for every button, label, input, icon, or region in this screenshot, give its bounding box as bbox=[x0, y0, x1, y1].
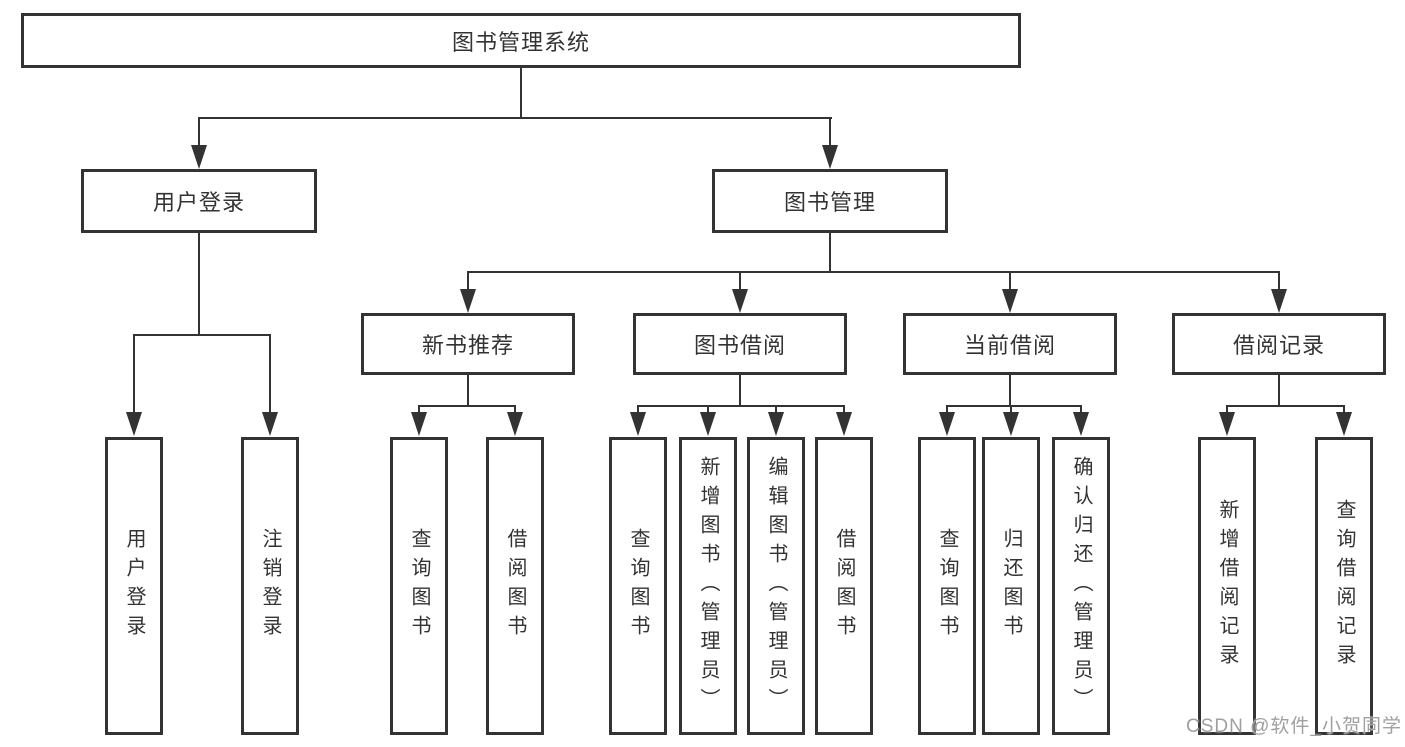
connector-rail bbox=[946, 405, 1082, 407]
leaf-add-books-admin-label: 新增图书（管理员） bbox=[697, 455, 719, 717]
connector-stem bbox=[467, 375, 469, 407]
arrow-down-icon bbox=[1073, 412, 1089, 436]
node-borrow-records-label: 借阅记录 bbox=[1232, 333, 1325, 358]
leaf-query-books-borrow-label: 查询图书 bbox=[627, 528, 649, 644]
arrow-down-icon bbox=[1336, 412, 1352, 436]
leaf-query-books-current: 查询图书 bbox=[918, 437, 976, 735]
arrow-down-icon bbox=[732, 289, 748, 313]
leaf-borrow-books-label: 借阅图书 bbox=[833, 528, 855, 644]
leaf-add-borrow-record: 新增借阅记录 bbox=[1198, 437, 1256, 735]
arrow-down-icon bbox=[939, 412, 955, 436]
arrow-down-icon bbox=[822, 145, 838, 169]
connector-rail bbox=[1226, 405, 1344, 407]
leaf-logout-label: 注销登录 bbox=[259, 528, 281, 644]
arrow-down-icon bbox=[507, 412, 523, 436]
connector-drop bbox=[133, 334, 135, 413]
connector-stem bbox=[1009, 375, 1011, 407]
arrow-down-icon bbox=[1002, 289, 1018, 313]
leaf-query-books-borrow: 查询图书 bbox=[609, 437, 667, 735]
leaf-user-login: 用户登录 bbox=[105, 437, 163, 735]
arrow-down-icon bbox=[1219, 412, 1235, 436]
leaf-add-borrow-record-label: 新增借阅记录 bbox=[1216, 499, 1238, 673]
arrow-down-icon bbox=[262, 412, 278, 436]
leaf-user-login-label: 用户登录 bbox=[123, 528, 145, 644]
node-user-login-label: 用户登录 bbox=[152, 190, 245, 215]
leaf-borrow-books-recommend-label: 借阅图书 bbox=[504, 528, 526, 644]
connector-drop bbox=[269, 334, 271, 413]
node-book-borrow-label: 图书借阅 bbox=[693, 333, 786, 358]
leaf-borrow-books-recommend: 借阅图书 bbox=[486, 437, 544, 735]
arrow-down-icon bbox=[411, 412, 427, 436]
connector-drop bbox=[1226, 405, 1228, 413]
arrow-down-icon bbox=[1003, 412, 1019, 436]
connector-drop bbox=[1080, 405, 1082, 413]
connector-rail bbox=[198, 117, 832, 119]
connector-drop bbox=[1278, 271, 1280, 290]
leaf-edit-books-admin: 编辑图书（管理员） bbox=[747, 437, 805, 735]
connector-drop bbox=[198, 117, 200, 147]
leaf-query-borrow-record-label: 查询借阅记录 bbox=[1333, 499, 1355, 673]
arrow-down-icon bbox=[700, 412, 716, 436]
connector-stem bbox=[739, 375, 741, 407]
leaf-query-borrow-record: 查询借阅记录 bbox=[1315, 437, 1373, 735]
connector-drop bbox=[843, 405, 845, 413]
connector-drop bbox=[829, 117, 831, 147]
leaf-edit-books-admin-label: 编辑图书（管理员） bbox=[765, 455, 787, 717]
connector-stem bbox=[829, 233, 831, 273]
leaf-add-books-admin: 新增图书（管理员） bbox=[679, 437, 737, 735]
arrow-down-icon bbox=[126, 412, 142, 436]
connector-rail bbox=[418, 405, 516, 407]
leaf-query-books-current-label: 查询图书 bbox=[936, 528, 958, 644]
node-borrow-records: 借阅记录 bbox=[1172, 313, 1386, 375]
node-root: 图书管理系统 bbox=[21, 13, 1021, 68]
node-new-book-recommend: 新书推荐 bbox=[361, 313, 575, 375]
connector-drop bbox=[467, 271, 469, 290]
connector-rail bbox=[467, 271, 1280, 273]
arrow-down-icon bbox=[630, 412, 646, 436]
leaf-logout: 注销登录 bbox=[241, 437, 299, 735]
watermark: CSDN @软件_小贺同学 bbox=[1186, 716, 1402, 737]
node-user-login: 用户登录 bbox=[81, 169, 317, 233]
node-book-management-label: 图书管理 bbox=[783, 190, 876, 215]
leaf-borrow-books: 借阅图书 bbox=[815, 437, 873, 735]
connector-drop bbox=[637, 405, 639, 413]
connector-drop bbox=[1010, 405, 1012, 413]
connector-drop bbox=[946, 405, 948, 413]
connector-drop bbox=[1009, 271, 1011, 290]
connector-drop bbox=[418, 405, 420, 413]
connector-drop bbox=[707, 405, 709, 413]
connector-rail bbox=[133, 334, 271, 336]
node-book-management: 图书管理 bbox=[712, 169, 948, 233]
connector-drop bbox=[775, 405, 777, 413]
connector-drop bbox=[514, 405, 516, 413]
arrow-down-icon bbox=[460, 289, 476, 313]
connector-stem bbox=[1278, 375, 1280, 407]
node-current-borrow-label: 当前借阅 bbox=[963, 333, 1056, 358]
node-root-label: 图书管理系统 bbox=[451, 29, 590, 55]
arrow-down-icon bbox=[836, 412, 852, 436]
arrow-down-icon bbox=[191, 145, 207, 169]
arrow-down-icon bbox=[768, 412, 784, 436]
connector-rail bbox=[637, 405, 844, 407]
node-book-borrow: 图书借阅 bbox=[633, 313, 847, 375]
node-current-borrow: 当前借阅 bbox=[903, 313, 1117, 375]
leaf-query-books-recommend: 查询图书 bbox=[390, 437, 448, 735]
arrow-down-icon bbox=[1271, 289, 1287, 313]
connector-stem bbox=[520, 68, 522, 119]
leaf-confirm-return-admin-label: 确认归还（管理员） bbox=[1070, 455, 1092, 717]
leaf-confirm-return-admin: 确认归还（管理员） bbox=[1052, 437, 1110, 735]
node-new-book-recommend-label: 新书推荐 bbox=[421, 333, 514, 358]
connector-stem bbox=[198, 233, 200, 336]
connector-drop bbox=[1343, 405, 1345, 413]
connector-drop bbox=[739, 271, 741, 290]
leaf-return-books-label: 归还图书 bbox=[1000, 528, 1022, 644]
leaf-return-books: 归还图书 bbox=[982, 437, 1040, 735]
leaf-query-books-recommend-label: 查询图书 bbox=[408, 528, 430, 644]
